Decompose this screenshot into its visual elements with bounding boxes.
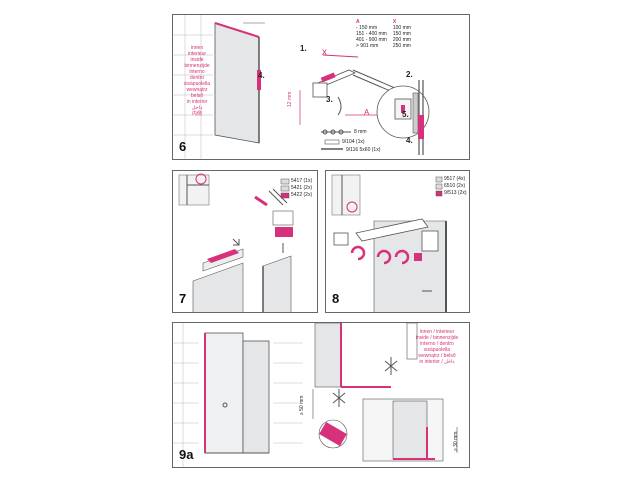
step-label-3: 3.: [326, 95, 333, 104]
part-label: 9/104 (1x): [342, 139, 365, 145]
table-cell: 200 mm: [392, 37, 411, 43]
table-cell: 100 mm: [392, 25, 411, 31]
step-9a-illustration: [173, 323, 458, 467]
dim-right: ≥ 30 mm: [453, 431, 459, 451]
panel-step-7: 7 5417 (1x) 5421 (2x) 5422 (2x): [172, 170, 318, 313]
part-label: 5422 (2x): [291, 192, 313, 198]
part-label: 9517 (4x): [444, 176, 466, 182]
step-label-4: 4.: [258, 71, 265, 80]
step-6-illustration: x: [173, 15, 430, 159]
step-8-illustration: [331, 174, 447, 312]
step-number: 9a: [179, 447, 194, 462]
dim-12mm: 12 mm: [287, 91, 293, 107]
dim-left: ≥ 50 mm: [299, 395, 305, 415]
a-mark: A: [364, 108, 370, 117]
step-7-illustration: [178, 173, 294, 312]
step-label-5: 5.: [402, 110, 409, 119]
table-header-a: A: [356, 19, 360, 25]
step-number: 6: [179, 139, 187, 154]
part-label: 5417 (1x): [291, 178, 313, 184]
panel-step-8: 8 9517 (4x) 6510 (2x) 9/513 (2x): [325, 170, 470, 313]
part-label: 8 mm: [354, 129, 367, 135]
step-label-2: 2.: [406, 70, 413, 79]
part-label: 9/513 (2x): [444, 190, 467, 196]
spacing-table: A X - 150 mm 100 mm 151 - 400 mm 150 mm 401…: [353, 19, 414, 49]
step-number: 7: [179, 291, 187, 306]
svg-text:x: x: [322, 47, 327, 58]
table-cell: > 901 mm: [356, 43, 379, 49]
table-cell: 401 - 900 mm: [356, 37, 387, 43]
table-cell: - 150 mm: [356, 25, 378, 31]
table-header-x: X: [392, 19, 397, 25]
table-cell: 151 - 400 mm: [356, 31, 387, 37]
part-label: 9/116 5x60 (1x): [346, 147, 381, 153]
part-label: 6510 (2x): [444, 183, 466, 189]
step-label-4b: 4.: [406, 136, 413, 145]
part-label: 5421 (2x): [291, 185, 313, 191]
table-cell: 150 mm: [392, 31, 411, 37]
step-label-1: 1.: [300, 44, 307, 53]
step-number: 8: [332, 291, 340, 306]
table-cell: 250 mm: [392, 43, 411, 49]
